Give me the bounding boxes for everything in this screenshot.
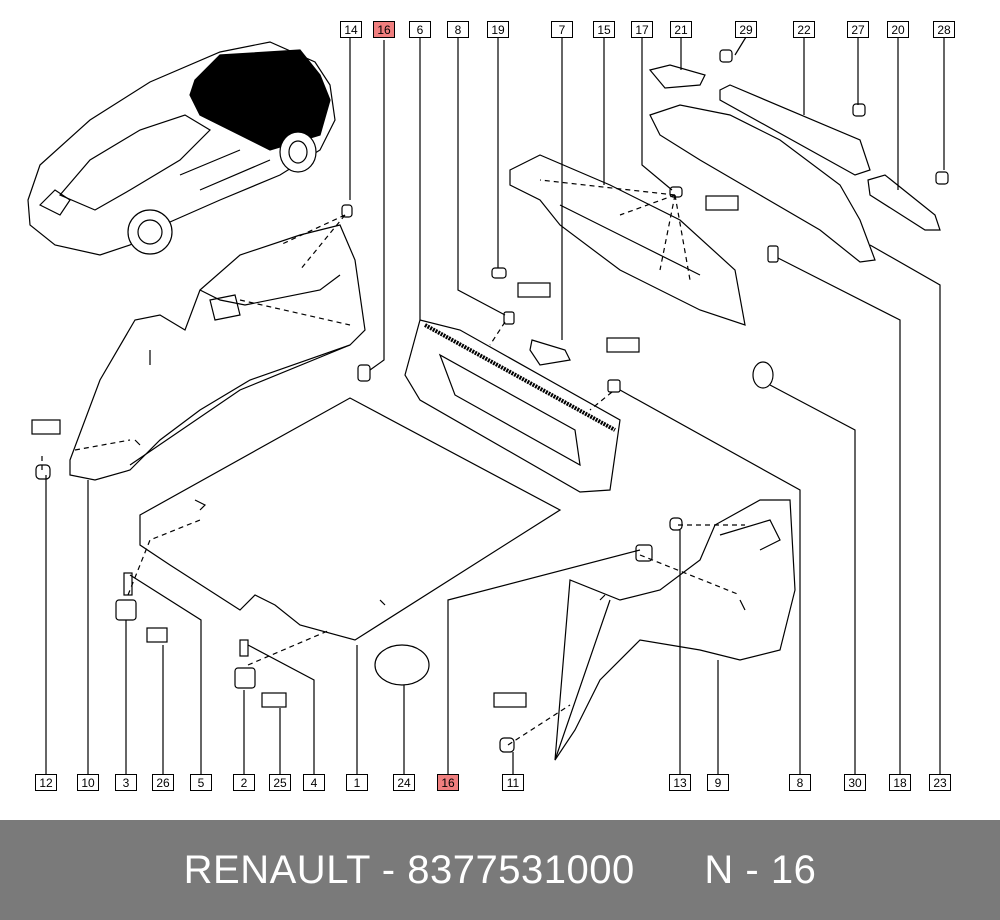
car-thumbnail [27,41,336,256]
rear-sill-panel [404,319,621,493]
callout-2[interactable]: 2 [233,774,255,791]
callout-30[interactable]: 30 [844,774,866,791]
callout-3[interactable]: 3 [115,774,137,791]
callout-25[interactable]: 25 [269,774,291,791]
footer-caption: RENAULT - 8377531000 N - 16 [184,848,817,893]
footer-bar: RENAULT - 8377531000 N - 16 [0,820,1000,920]
parts-diagram: 14 16 6 8 19 7 15 17 21 29 22 27 20 28 1… [27,21,955,791]
spacer [635,848,705,892]
callout-8-bottom[interactable]: 8 [789,774,811,791]
callout-14[interactable]: 14 [340,21,362,38]
right-side-trim [554,499,796,761]
callout-17[interactable]: 17 [631,21,653,38]
callout-4[interactable]: 4 [303,774,325,791]
callout-29[interactable]: 29 [735,21,757,38]
trunk-floor-panel [139,397,562,641]
callout-21[interactable]: 21 [670,21,692,38]
left-side-trim [69,224,366,481]
small-clips [35,49,949,753]
callout-16-highlighted[interactable]: 16 [373,21,395,38]
parcel-shelf [509,154,746,326]
callout-8[interactable]: 8 [447,21,469,38]
callout-1[interactable]: 1 [346,774,368,791]
tailgate-trim [648,64,941,263]
reference-label: N - 16 [704,847,817,892]
callout-26[interactable]: 26 [152,774,174,791]
callout-5[interactable]: 5 [190,774,212,791]
callout-19[interactable]: 19 [487,21,509,38]
callout-22[interactable]: 22 [793,21,815,38]
callout-9[interactable]: 9 [707,774,729,791]
callout-24[interactable]: 24 [393,774,415,791]
brand-name: RENAULT [183,847,371,892]
callout-6[interactable]: 6 [409,21,431,38]
part-number: 8377531000 [407,847,635,892]
callout-20[interactable]: 20 [887,21,909,38]
callout-13[interactable]: 13 [669,774,691,791]
callout-12[interactable]: 12 [35,774,57,791]
callout-7[interactable]: 7 [551,21,573,38]
callout-10[interactable]: 10 [77,774,99,791]
callout-27[interactable]: 27 [847,21,869,38]
separator: - [370,847,408,892]
callout-28[interactable]: 28 [933,21,955,38]
callout-16-highlighted-bottom[interactable]: 16 [437,774,459,791]
callout-15[interactable]: 15 [593,21,615,38]
exploded-view-drawing [27,36,949,775]
dashed-leaders [41,179,745,746]
callout-11[interactable]: 11 [502,774,524,791]
callout-18[interactable]: 18 [889,774,911,791]
label-placeholders [31,195,739,708]
solid-leaders [45,36,945,775]
callout-23[interactable]: 23 [929,774,951,791]
